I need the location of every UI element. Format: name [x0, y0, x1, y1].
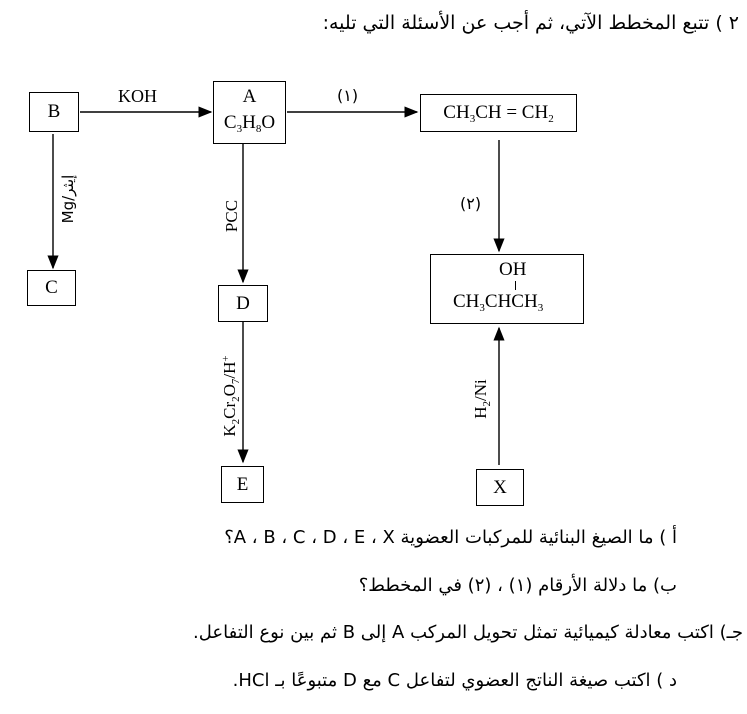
box-a: A C3H8O [213, 81, 286, 144]
alcohol-bond [515, 280, 517, 290]
diagram-arrows [47, 106, 505, 465]
box-e: E [221, 466, 264, 503]
box-c: C [27, 270, 76, 306]
label-step2: (٢) [460, 194, 482, 213]
question-title: ٢ ) تتبع المخطط الآتي، ثم أجب عن الأسئلة… [322, 12, 739, 34]
box-propene: CH3CH = CH2 [420, 94, 577, 132]
alcohol-formula: CH3CHCH3 [453, 290, 544, 314]
subquestion-d: د ) اكتب صيغة الناتج العضوي لتفاعل C مع … [232, 670, 677, 691]
box-d: D [218, 285, 268, 322]
label-mg-ether: Mg/إيثر [59, 174, 77, 224]
box-alcohol: OH CH3CHCH3 [430, 254, 584, 324]
subquestion-c: جـ) اكتب معادلة كيميائية تمثل تحويل المر… [193, 622, 743, 643]
box-b: B [29, 92, 79, 132]
box-x: X [476, 469, 524, 506]
box-a-formula: C3H8O [223, 111, 276, 135]
subquestion-a: أ ) ما الصيغ البنائية للمركبات العضوية A… [224, 527, 677, 548]
label-h2-ni: H2/Ni [471, 379, 493, 419]
alcohol-oh: OH [499, 258, 527, 280]
label-k2cr2o7: K2Cr2O7/H+ [220, 355, 242, 437]
subquestion-b: ب) ما دلالة الأرقام (١) ، (٢) في المخطط؟ [358, 575, 677, 596]
label-koh: KOH [118, 86, 157, 106]
label-step1: (١) [337, 86, 359, 105]
box-a-letter: A [242, 85, 257, 107]
label-pcc: PCC [222, 199, 241, 233]
